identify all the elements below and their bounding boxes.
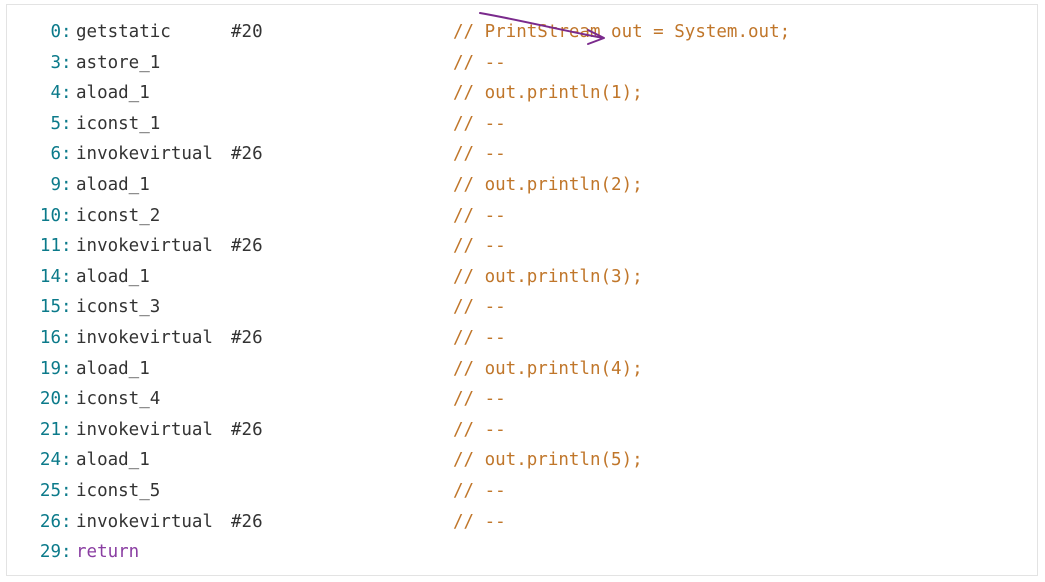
operand: #26	[231, 236, 263, 257]
offset-separator: :	[61, 174, 72, 195]
code-line: 6:invokevirtual #26 // --	[7, 139, 1037, 170]
code-line: 20:iconst_4 // --	[7, 384, 1037, 415]
line-offset: 11	[39, 236, 61, 257]
code-comment: // --	[453, 327, 506, 348]
line-offset: 0	[50, 22, 61, 42]
opcode: aload_1	[76, 83, 150, 104]
line-offset: 21	[39, 419, 61, 440]
opcode: astore_1	[76, 52, 161, 73]
offset-separator: :	[61, 389, 72, 410]
opcode: iconst_3	[76, 297, 161, 318]
code-line: 26:invokevirtual #26 // --	[7, 507, 1037, 538]
code-line: 24:aload_1 // out.println(5);	[7, 445, 1037, 476]
operand: #20	[231, 22, 263, 42]
offset-separator: :	[61, 480, 72, 501]
code-comment: // PrintStream out = System.out;	[453, 22, 791, 42]
code-line: 14:aload_1 // out.println(3);	[7, 262, 1037, 293]
opcode: aload_1	[76, 450, 150, 471]
code-comment: // --	[453, 511, 506, 532]
opcode: aload_1	[76, 266, 150, 287]
code-line: 29:return	[7, 537, 1037, 568]
operand: #26	[231, 511, 263, 532]
opcode: iconst_4	[76, 389, 161, 410]
code-line: 10:iconst_2 // --	[7, 201, 1037, 232]
offset-separator: :	[61, 83, 72, 104]
line-offset: 16	[39, 327, 61, 348]
code-comment: // --	[453, 480, 506, 501]
opcode: aload_1	[76, 174, 150, 195]
opcode: iconst_5	[76, 480, 161, 501]
line-offset: 10	[39, 205, 61, 226]
line-offset: 9	[50, 174, 61, 195]
code-line: 9:aload_1 // out.println(2);	[7, 170, 1037, 201]
opcode: return	[76, 542, 140, 563]
code-line: 16:invokevirtual #26 // --	[7, 323, 1037, 354]
line-offset: 19	[39, 358, 61, 379]
line-offset: 25	[39, 480, 61, 501]
line-offset: 4	[50, 83, 61, 104]
line-offset: 20	[39, 389, 61, 410]
opcode: invokevirtual	[76, 144, 213, 165]
line-offset: 26	[39, 511, 61, 532]
opcode: getstatic	[76, 22, 171, 42]
offset-separator: :	[61, 450, 72, 471]
code-comment: // out.println(5);	[453, 450, 643, 471]
line-offset: 14	[39, 266, 61, 287]
code-line: 4:aload_1 // out.println(1);	[7, 78, 1037, 109]
opcode: invokevirtual	[76, 419, 213, 440]
code-comment: // out.println(2);	[453, 174, 643, 195]
code-comment: // --	[453, 205, 506, 226]
operand: #26	[231, 419, 263, 440]
code-line: 5:iconst_1 // --	[7, 109, 1037, 140]
code-line: 11:invokevirtual #26 // --	[7, 231, 1037, 262]
opcode: iconst_2	[76, 205, 161, 226]
opcode: invokevirtual	[76, 236, 213, 257]
offset-separator: :	[61, 205, 72, 226]
line-offset: 3	[50, 52, 61, 73]
code-comment: // --	[453, 52, 506, 73]
code-comment: // --	[453, 113, 506, 134]
opcode: iconst_1	[76, 113, 161, 134]
code-comment: // out.println(3);	[453, 266, 643, 287]
code-comment: // --	[453, 236, 506, 257]
code-line: 19:aload_1 // out.println(4);	[7, 354, 1037, 385]
line-offset: 29	[39, 542, 61, 563]
offset-separator: :	[61, 358, 72, 379]
offset-separator: :	[61, 327, 72, 348]
code-line: 0:getstatic #20 // PrintStream out = Syste…	[7, 17, 1037, 48]
offset-separator: :	[61, 52, 72, 73]
code-frame: 0:getstatic#20// PrintStream out = Syste…	[6, 4, 1038, 576]
line-offset: 6	[50, 144, 61, 165]
opcode: invokevirtual	[76, 327, 213, 348]
offset-separator: :	[61, 419, 72, 440]
code-comment: // --	[453, 419, 506, 440]
offset-separator: :	[61, 144, 72, 165]
code-comment: // out.println(1);	[453, 83, 643, 104]
code-comment: // out.println(4);	[453, 358, 643, 379]
code-line: 3:astore_1 // --	[7, 48, 1037, 79]
line-offset: 15	[39, 297, 61, 318]
opcode: invokevirtual	[76, 511, 213, 532]
operand: #26	[231, 144, 263, 165]
code-line: 25:iconst_5 // --	[7, 476, 1037, 507]
code-comment: // --	[453, 144, 506, 165]
opcode: aload_1	[76, 358, 150, 379]
offset-separator: :	[61, 22, 72, 42]
line-offset: 5	[50, 113, 61, 134]
offset-separator: :	[61, 542, 72, 563]
offset-separator: :	[61, 113, 72, 134]
code-comment: // --	[453, 297, 506, 318]
code-line: 21:invokevirtual #26 // --	[7, 415, 1037, 446]
offset-separator: :	[61, 266, 72, 287]
bytecode-listing: 0:getstatic#20// PrintStream out = Syste…	[7, 17, 1037, 568]
code-line: 15:iconst_3 // --	[7, 292, 1037, 323]
operand: #26	[231, 327, 263, 348]
offset-separator: :	[61, 297, 72, 318]
line-offset: 24	[39, 450, 61, 471]
code-comment: // --	[453, 389, 506, 410]
offset-separator: :	[61, 511, 72, 532]
offset-separator: :	[61, 236, 72, 257]
